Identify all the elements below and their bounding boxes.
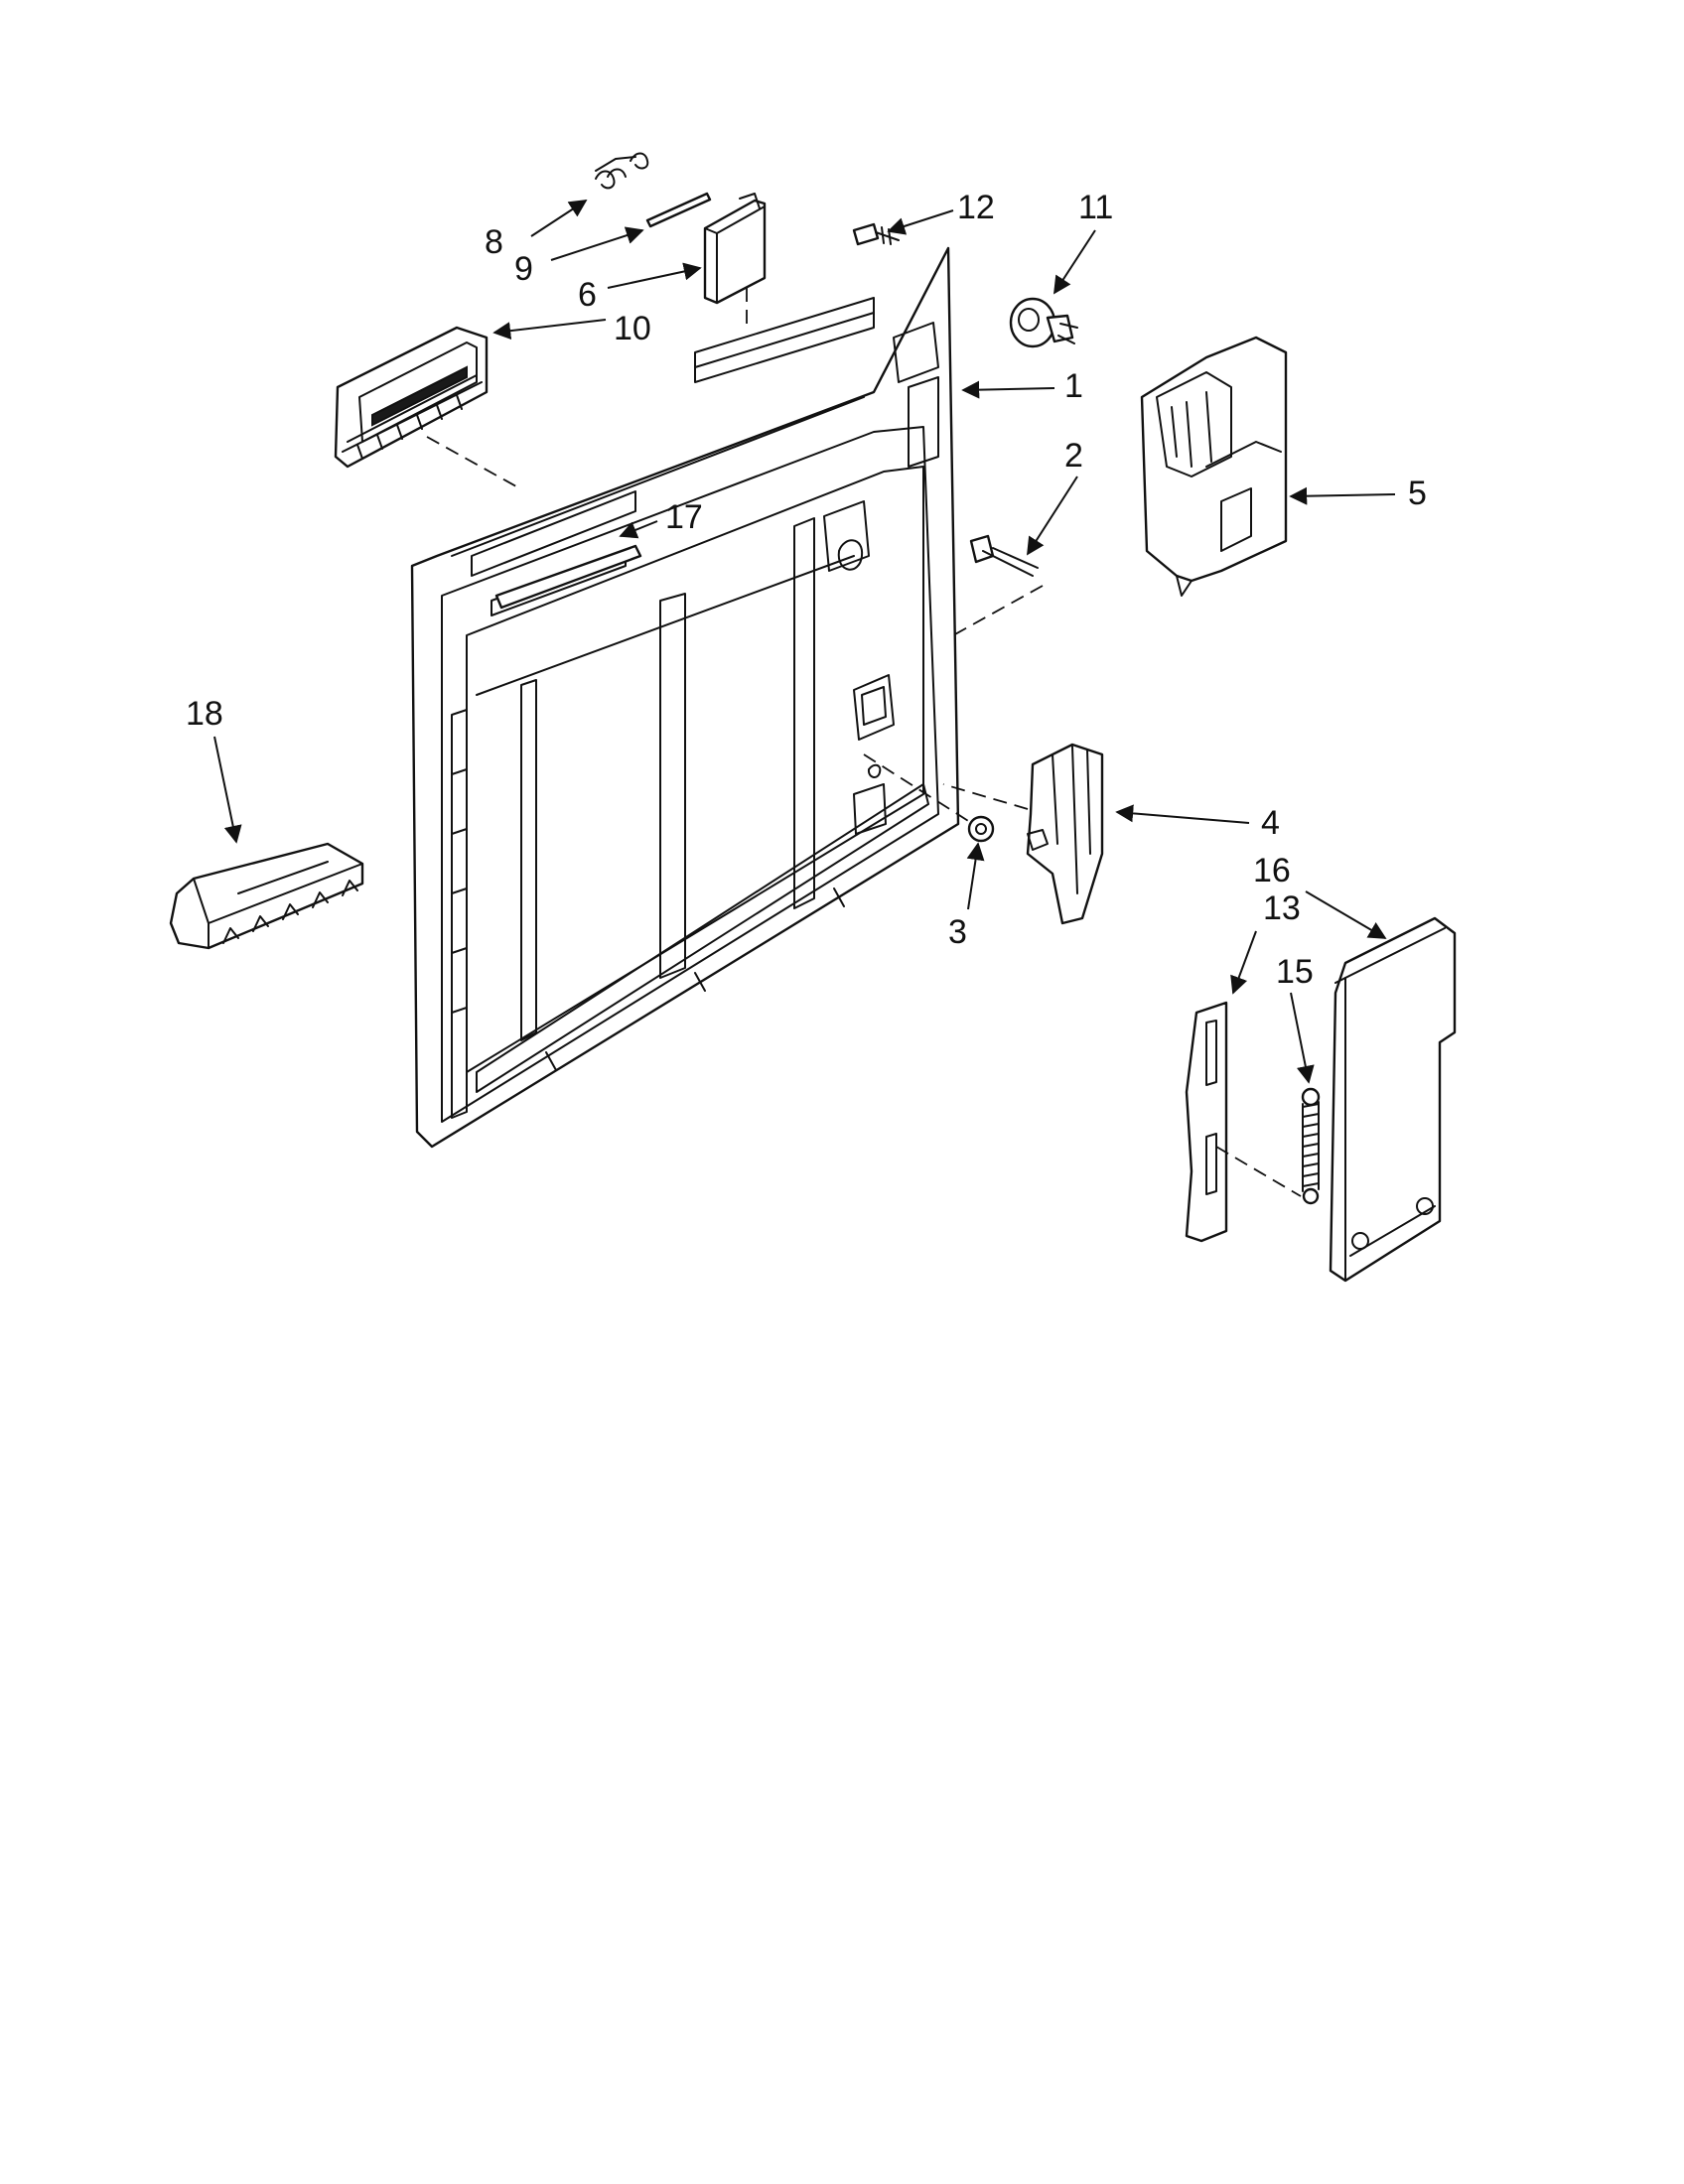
callout-13: 11: [1078, 189, 1113, 226]
pin-part-11: [645, 192, 712, 228]
vent-cover-part: [703, 193, 767, 328]
latch-bracket-part-4: [942, 743, 1104, 925]
callout-6: 13: [1263, 889, 1301, 927]
callout-15: 12: [957, 189, 995, 226]
callout-12: 10: [614, 310, 651, 347]
callout-4: 4: [1261, 804, 1280, 842]
callout-11: 9: [514, 250, 533, 288]
callout-16: 16: [1253, 852, 1291, 889]
callout-17: 17: [665, 498, 703, 536]
callout-3: 3: [948, 913, 967, 951]
inner-door-panel: [410, 246, 960, 1149]
leader-lines: [213, 200, 1396, 1084]
switch-assembly-part-5: [1140, 336, 1288, 597]
latch-pin-part-2: [952, 534, 1044, 636]
spring-part-8: [1301, 1087, 1321, 1205]
callout-18: 18: [186, 695, 223, 733]
screw-part-15: [852, 222, 900, 246]
callout-labels: 8 9 6 10 12 11 1 2 5 17 18 4 16 13 3 15: [186, 189, 1427, 991]
callout-8: 15: [1276, 953, 1314, 991]
callout-9: 6: [578, 276, 597, 314]
callout-10: 8: [485, 223, 503, 261]
handle-part-12: [334, 326, 517, 487]
callout-5: 5: [1408, 475, 1427, 512]
side-cover-part-16: [1329, 916, 1457, 1283]
spring-part-10: [595, 152, 649, 190]
knob-part-13: [1009, 297, 1078, 348]
slide-part-6: [1185, 1001, 1302, 1243]
rail-part-17: [494, 544, 642, 610]
callout-2: 2: [1064, 437, 1083, 475]
nut-part-3: [863, 753, 995, 843]
basket-part-18: [169, 842, 364, 950]
callout-1: 1: [1064, 367, 1083, 405]
